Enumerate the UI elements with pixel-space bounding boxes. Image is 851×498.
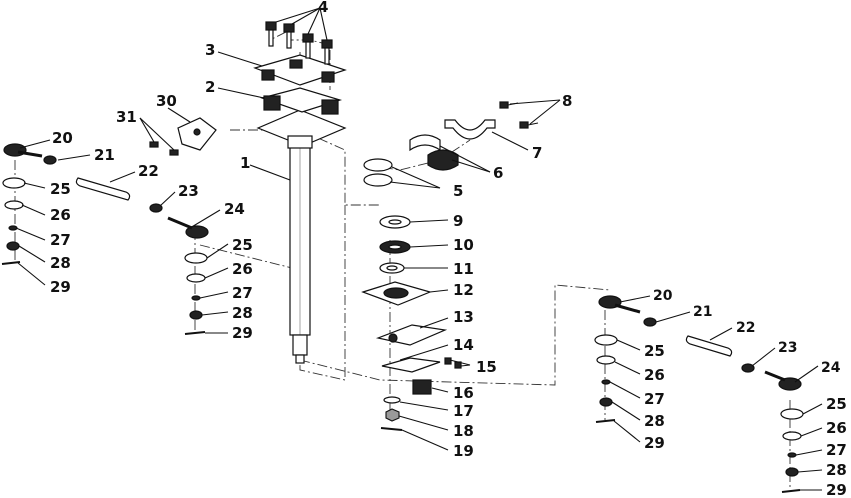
steering-column-shaft: [256, 109, 347, 364]
tie-rod-right-b: [764, 370, 804, 493]
callout-left-20: 20: [52, 129, 73, 147]
upper-clamp: [253, 54, 347, 86]
callout-left-26b: 26: [232, 260, 253, 278]
callout-right-26a: 26: [644, 366, 665, 384]
callout-9: 9: [453, 212, 463, 230]
callout-3: 3: [205, 41, 215, 59]
callout-right-28b: 28: [826, 461, 847, 479]
callout-left-28a: 28: [50, 254, 71, 272]
callout-6: 6: [493, 164, 503, 182]
callout-1: 1: [240, 154, 250, 172]
bolts-4: [265, 21, 333, 65]
callout-left-25b: 25: [232, 236, 253, 254]
callout-13: 13: [453, 308, 474, 326]
callout-8: 8: [562, 92, 572, 110]
callout-left-27b: 27: [232, 284, 253, 302]
centre-stack: [361, 215, 462, 431]
callout-left-27a: 27: [50, 231, 71, 249]
callout-left-24: 24: [224, 200, 245, 218]
callout-31: 31: [116, 108, 137, 126]
callout-left-29b: 29: [232, 324, 253, 342]
callout-right-26b: 26: [826, 419, 847, 437]
callout-right-23: 23: [778, 340, 797, 356]
o-rings: [363, 158, 393, 187]
callout-30: 30: [156, 92, 177, 110]
callout-right-25b: 25: [826, 395, 847, 413]
callout-19: 19: [453, 442, 474, 460]
callout-11: 11: [453, 260, 474, 278]
callout-10: 10: [453, 236, 474, 254]
callout-5: 5: [453, 182, 463, 200]
callout-left-25a: 25: [50, 180, 71, 198]
callout-right-24: 24: [821, 360, 841, 376]
callout-left-22: 22: [138, 162, 159, 180]
leader-lines: [15, 7, 823, 491]
bracket-screws: [499, 101, 539, 129]
callout-15: 15: [476, 358, 497, 376]
callout-left-29a: 29: [50, 278, 71, 296]
callout-17: 17: [453, 402, 474, 420]
callout-right-21: 21: [693, 304, 712, 320]
callout-right-29a: 29: [644, 434, 665, 452]
steering-bracket: [149, 117, 217, 156]
callout-right-27a: 27: [644, 390, 665, 408]
callout-18: 18: [453, 422, 474, 440]
callout-right-27b: 27: [826, 441, 847, 459]
callout-left-23: 23: [178, 182, 199, 200]
callout-labels: 4 3 2 1 8 7 6 5 9 10 11 12 13 14 15 16 1…: [50, 0, 847, 498]
callout-right-25a: 25: [644, 342, 665, 360]
assembly-lines: [14, 29, 791, 490]
bushing-halves: [409, 134, 459, 171]
callout-right-22: 22: [736, 320, 755, 336]
callout-right-28a: 28: [644, 412, 665, 430]
callout-right-20: 20: [653, 288, 673, 304]
callout-2: 2: [205, 78, 215, 96]
tie-rod-left-b: [167, 216, 209, 335]
callout-14: 14: [453, 336, 474, 354]
callout-right-29b: 29: [826, 481, 847, 498]
callout-left-28b: 28: [232, 304, 253, 322]
callout-7: 7: [532, 144, 542, 162]
tie-rod-right-a: [594, 295, 755, 423]
callout-16: 16: [453, 384, 474, 402]
callout-4: 4: [318, 0, 328, 16]
callout-left-26a: 26: [50, 206, 71, 224]
lower-clamp: [259, 87, 343, 115]
callout-left-21: 21: [94, 146, 115, 164]
callout-12: 12: [453, 281, 474, 299]
mounting-bracket: [444, 119, 496, 140]
